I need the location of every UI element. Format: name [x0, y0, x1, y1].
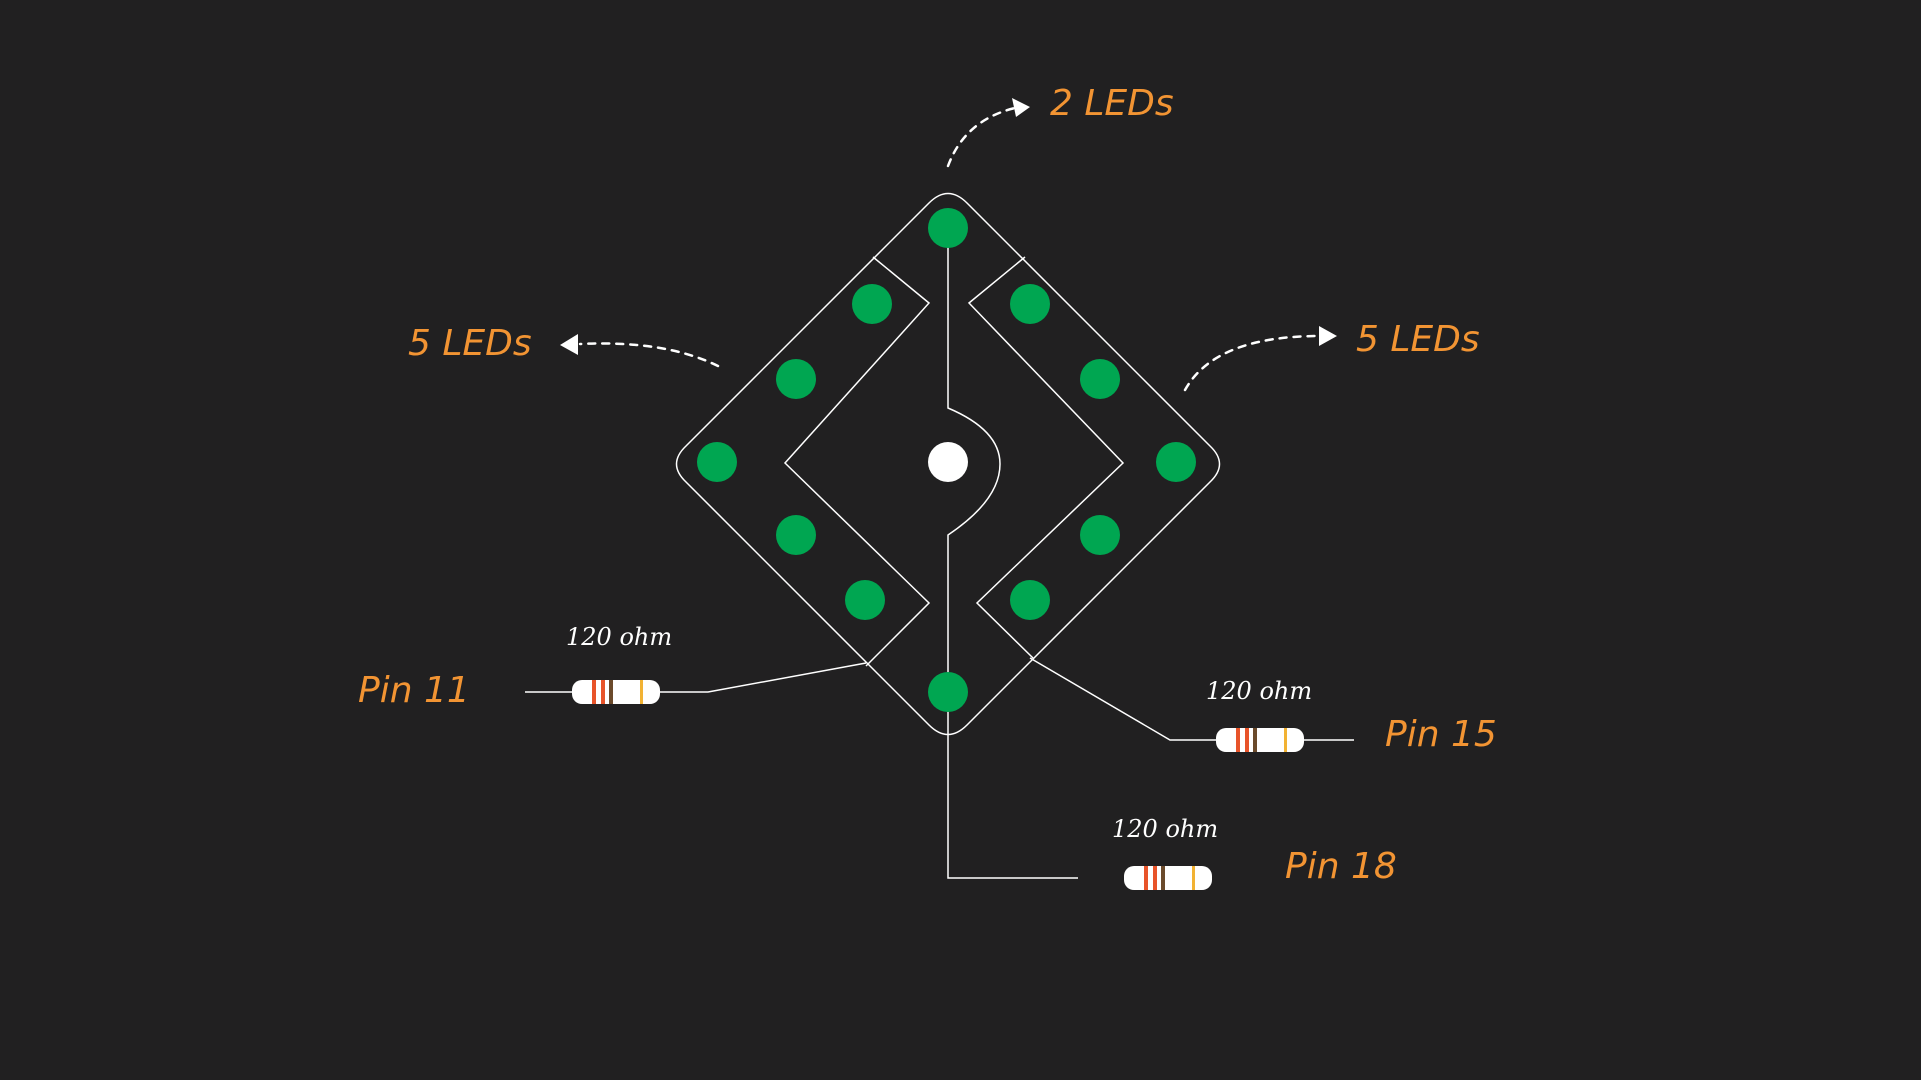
led-left-3 — [697, 442, 737, 482]
board-outline — [675, 192, 1221, 879]
label-top-leds: 2 LEDs — [1050, 83, 1174, 124]
led-bottom — [928, 672, 968, 712]
arrowhead-left — [560, 334, 578, 355]
led-left-1 — [852, 284, 892, 324]
resistor-right — [1216, 728, 1304, 752]
arrowhead-right — [1319, 326, 1337, 346]
label-pin-11: Pin 11 — [358, 670, 470, 711]
led-right-4 — [1080, 515, 1120, 555]
led-left-5 — [845, 580, 885, 620]
arrow-right — [1183, 334, 1322, 392]
label-right-leds: 5 LEDs — [1356, 319, 1480, 360]
led-left-2 — [776, 359, 816, 399]
led-right-2 — [1080, 359, 1120, 399]
led-group — [697, 208, 1196, 712]
label-resistor-right-value: 120 ohm — [1206, 677, 1312, 705]
led-right-5 — [1010, 580, 1050, 620]
label-left-leds: 5 LEDs — [408, 323, 532, 364]
led-left-4 — [776, 515, 816, 555]
label-pin-15: Pin 15 — [1385, 714, 1497, 755]
callout-arrows — [560, 98, 1337, 392]
center-trace — [947, 228, 1078, 879]
center-hole — [928, 442, 968, 482]
board-left-inner-edge — [783, 256, 931, 667]
arrow-left — [578, 342, 720, 368]
board-right-inner-edge — [967, 256, 1125, 659]
arrow-top — [946, 106, 1017, 168]
board-outer-edge — [675, 192, 1221, 736]
led-top — [928, 208, 968, 248]
arrowhead-top — [1012, 98, 1030, 117]
label-resistor-left-value: 120 ohm — [566, 623, 672, 651]
led-right-1 — [1010, 284, 1050, 324]
label-pin-18: Pin 18 — [1285, 846, 1397, 887]
resistor-left — [572, 680, 660, 704]
resistor-bottom — [1124, 866, 1212, 890]
label-resistor-bottom-value: 120 ohm — [1112, 815, 1218, 843]
led-right-3 — [1156, 442, 1196, 482]
